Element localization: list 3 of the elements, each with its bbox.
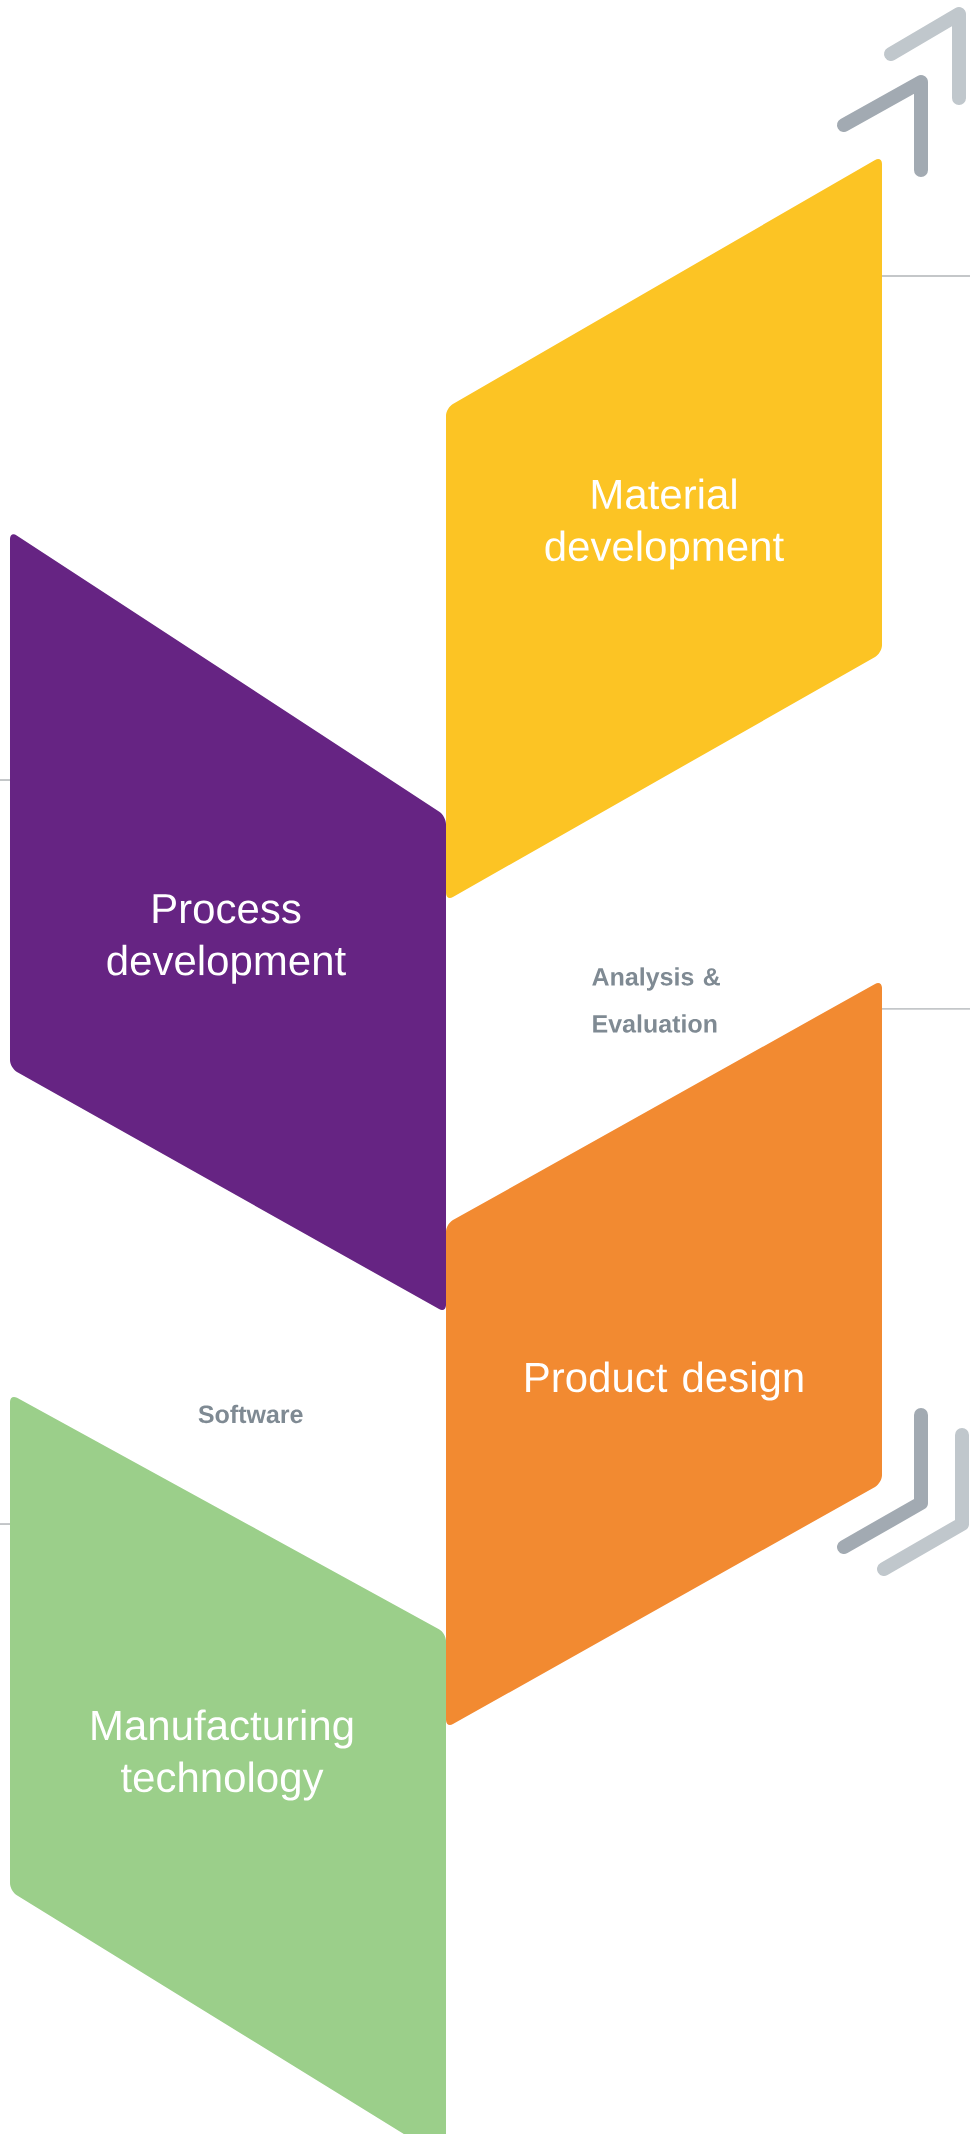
parallelogram-panel: Process development [10, 534, 446, 1310]
parallelogram-panel: Material development [446, 159, 882, 898]
side-label: Software [198, 1404, 303, 1424]
